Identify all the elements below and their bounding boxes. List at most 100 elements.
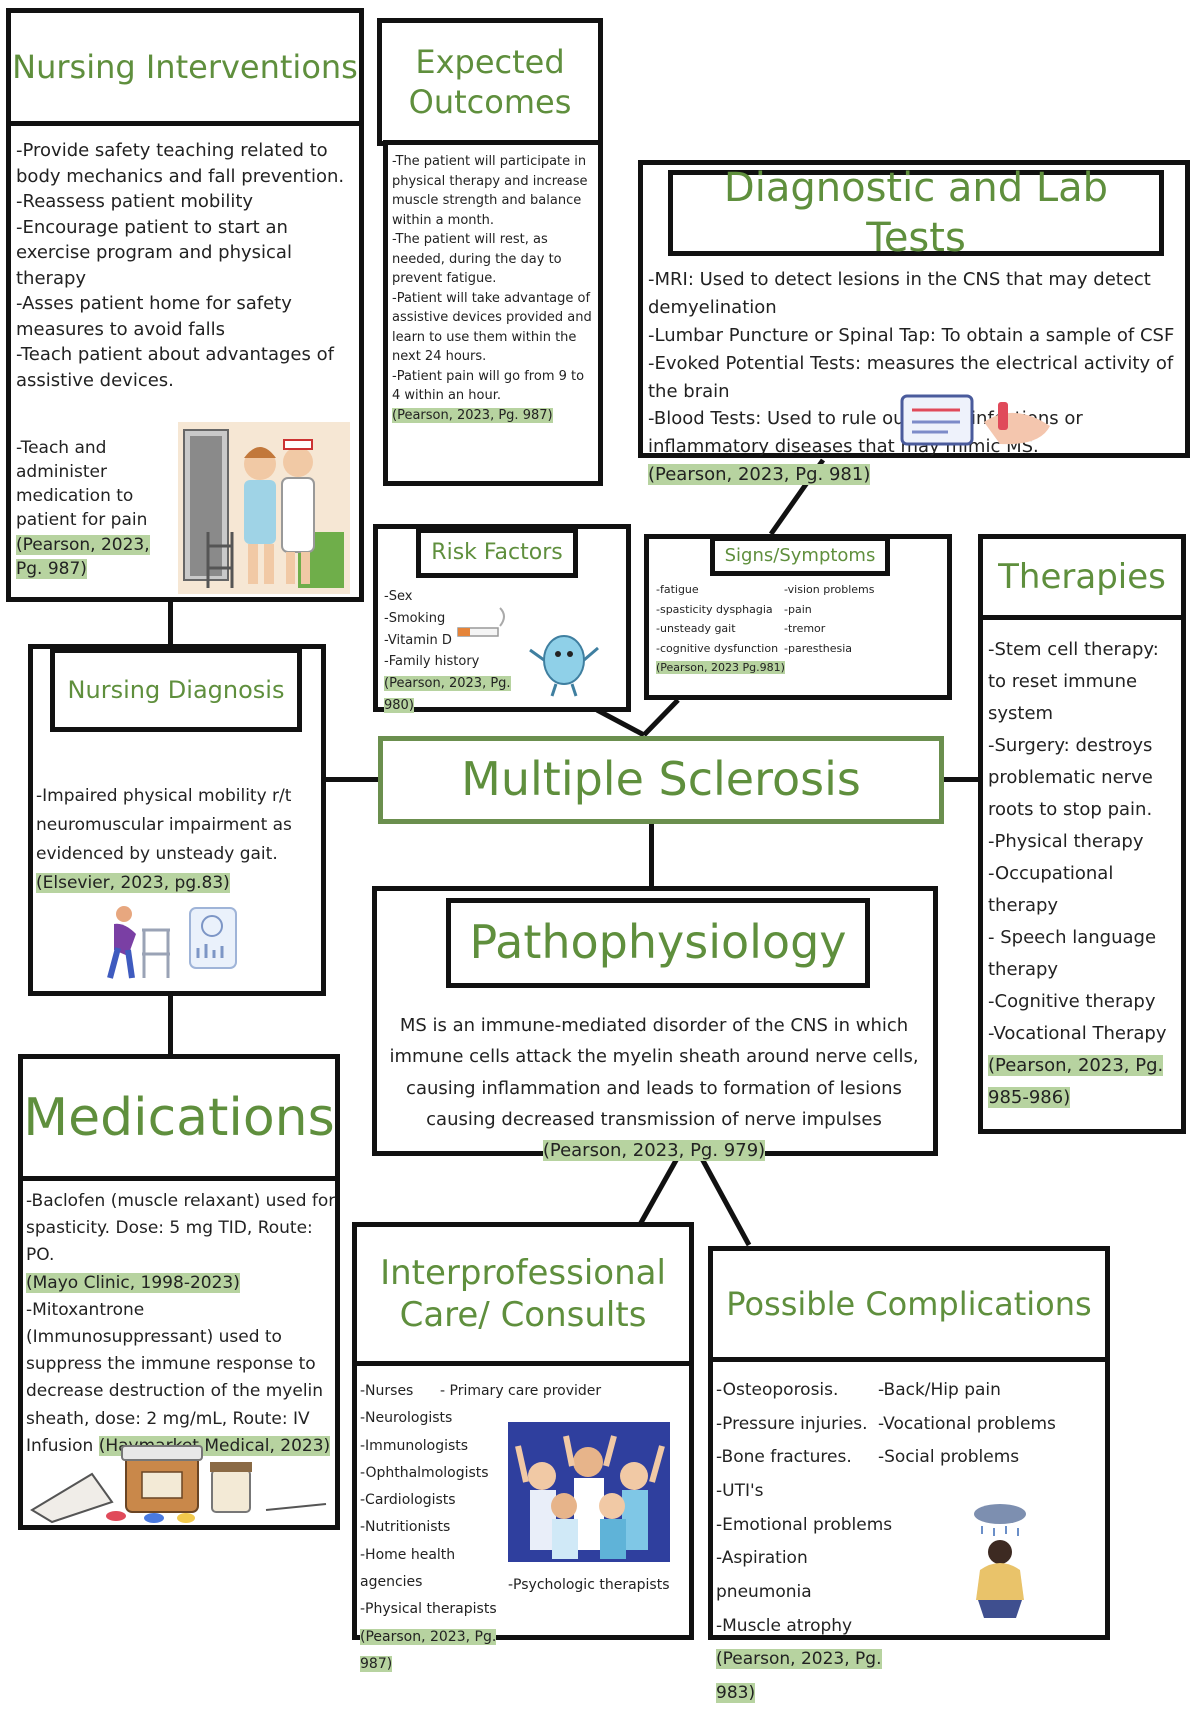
therapy-item: -Surgery: destroys problematic nerve roo… xyxy=(988,735,1153,821)
pathophysiology-text: MS is an immune-mediated disorder of the… xyxy=(384,1010,924,1167)
nursing-diagnosis-text: -Impaired physical mobility r/t neuromus… xyxy=(36,782,316,898)
complication-item: -Bone fractures. xyxy=(716,1447,852,1468)
therapies-title: Therapies xyxy=(978,534,1186,620)
healthcare-team-illustration xyxy=(508,1422,670,1562)
intervention-item: -Provide safety teaching related to body… xyxy=(16,140,345,187)
expected-outcomes-box xyxy=(383,140,603,486)
complication-item: -Vocational problems xyxy=(878,1413,1056,1434)
symptom-item: -pain xyxy=(784,602,812,616)
risk-factors-list: -Sex -Smoking -Vitamin D -Family history… xyxy=(384,586,544,717)
consult-item: -Home health agencies xyxy=(360,1546,456,1591)
medication-item: -Baclofen (muscle relaxant) used for spa… xyxy=(26,1191,336,1266)
nurse-helping-patient-illustration xyxy=(178,422,350,594)
signs-symptoms-col2: -vision problems -pain -tremor -paresthe… xyxy=(784,580,914,658)
connector-central-patho xyxy=(649,820,654,886)
test-item: -Evoked Potential Tests: measures the el… xyxy=(648,352,1174,402)
consult-item: -Neurologists xyxy=(360,1410,453,1427)
therapy-item: -Physical therapy xyxy=(988,831,1144,853)
medication-item: -Mitoxantrone (Immunosuppressant) used t… xyxy=(26,1299,324,1456)
risk-item: -Family history xyxy=(384,654,480,670)
therapy-item: -Vocational Therapy xyxy=(988,1023,1167,1045)
interprofessional-title: Interprofessional Care/ Consults xyxy=(352,1222,694,1366)
complication-item: -Social problems xyxy=(878,1447,1020,1468)
connector-diagnosis-central xyxy=(322,777,378,782)
complication-item: -Aspiration pneumonia xyxy=(716,1548,812,1602)
complication-item: -UTI's xyxy=(716,1480,764,1501)
citation: (Pearson, 2023, Pg. 985-986) xyxy=(988,1055,1164,1109)
connector-interventions-diagnosis xyxy=(168,598,173,646)
citation: (Pearson, 2023, Pg. 987) xyxy=(16,534,150,579)
nursing-interventions-list: -Provide safety teaching related to body… xyxy=(16,138,354,393)
citation: (Elsevier, 2023, pg.83) xyxy=(36,872,230,893)
test-item: -MRI: Used to detect lesions in the CNS … xyxy=(648,269,1151,318)
therapies-list: -Stem cell therapy: to reset immune syst… xyxy=(988,634,1178,1114)
symptom-item: -vision problems xyxy=(784,583,875,596)
consult-item-primary-care: - Primary care provider xyxy=(440,1383,602,1399)
citation: (Pearson, 2023 Pg.981) xyxy=(656,661,785,675)
blood-test-illustration xyxy=(900,394,1050,446)
outcome-item: -Patient will take advantage of assistiv… xyxy=(392,290,592,365)
nursing-interventions-title: Nursing Interventions xyxy=(6,8,364,126)
interprofessional-title-line1: Interprofessional xyxy=(380,1252,666,1293)
nursing-diagnosis-title: Nursing Diagnosis xyxy=(50,648,302,732)
outcome-item: -The patient will participate in physica… xyxy=(392,154,588,228)
intervention-item: -Teach patient about advantages of assis… xyxy=(16,344,334,391)
consult-item: -Nurses xyxy=(360,1383,414,1399)
citation: (Mayo Clinic, 1998-2023) xyxy=(26,1272,240,1293)
citation: (Pearson, 2023, Pg. 981) xyxy=(648,464,871,486)
consult-item: -Nutritionists xyxy=(360,1519,451,1536)
medications-list: -Baclofen (muscle relaxant) used for spa… xyxy=(26,1188,336,1460)
diagnostic-tests-title: Diagnostic and Lab Tests xyxy=(668,165,1164,261)
intervention-item: -Reassess patient mobility xyxy=(16,191,254,213)
risk-item: -Vitamin D xyxy=(384,632,452,648)
citation: (Pearson, 2023, Pg. 979) xyxy=(542,1140,766,1162)
central-topic-title: Multiple Sclerosis xyxy=(378,736,944,824)
citation: (Pearson, 2023, Pg. 983) xyxy=(716,1649,882,1703)
intervention-item: -Encourage patient to start an exercise … xyxy=(16,216,292,289)
citation: (Pearson, 2023, Pg. 987) xyxy=(392,407,553,423)
symptom-item: -unsteady gait xyxy=(656,622,736,636)
symptom-item: -spasticity dysphagia xyxy=(656,602,773,616)
intervention-item-medication: -Teach and administer medication to pati… xyxy=(16,438,150,579)
risk-item: -Smoking xyxy=(384,610,446,626)
complications-title: Possible Complications xyxy=(708,1246,1110,1362)
therapy-item: -Cognitive therapy xyxy=(988,991,1156,1013)
consult-item: -Ophthalmologists xyxy=(360,1464,489,1481)
consult-item: -Immunologists xyxy=(360,1437,469,1454)
symptom-item: -tremor xyxy=(784,622,826,636)
therapy-item: -Stem cell therapy: to reset immune syst… xyxy=(988,639,1159,725)
complication-item: -Muscle atrophy xyxy=(716,1615,853,1636)
symptom-item: -cognitive dysfunction xyxy=(656,641,779,655)
complications-col2: -Back/Hip pain -Vocational problems -Soc… xyxy=(878,1374,1068,1475)
outcome-item: -Patient pain will go from 9 to 4 within… xyxy=(392,368,585,404)
signs-symptoms-col1: -fatigue -spasticity dysphagia -unsteady… xyxy=(656,580,786,678)
expected-outcomes-title: Expected Outcomes xyxy=(377,18,603,146)
outcome-item: -The patient will rest, as needed, durin… xyxy=(392,232,562,286)
cigarette-vitamin-illustration xyxy=(457,607,599,697)
complication-item: -Emotional problems xyxy=(716,1514,893,1535)
medicine-bottles-illustration xyxy=(30,1445,327,1524)
risk-factors-title: Risk Factors xyxy=(416,528,578,578)
pathophysiology-description: MS is an immune-mediated disorder of the… xyxy=(389,1015,919,1130)
sad-person-illustration xyxy=(974,1504,1026,1618)
interprofessional-list: -Nurses -Neurologists -Immunologists -Op… xyxy=(360,1378,520,1678)
complication-item: -Pressure injuries. xyxy=(716,1413,868,1434)
consult-item: -Physical therapists xyxy=(360,1601,497,1618)
test-item: -Lumbar Puncture or Spinal Tap: To obtai… xyxy=(648,324,1175,346)
pathophysiology-title: Pathophysiology xyxy=(446,898,870,988)
symptom-item: -paresthesia xyxy=(784,641,853,655)
interprofessional-title-line2: Care/ Consults xyxy=(399,1295,647,1335)
medications-title: Medications xyxy=(18,1054,340,1182)
therapy-item: - Speech language therapy xyxy=(988,927,1157,981)
consult-item: -Cardiologists xyxy=(360,1492,456,1509)
therapy-item: -Occupational therapy xyxy=(988,863,1114,917)
risk-item: -Sex xyxy=(384,589,413,604)
signs-symptoms-title: Signs/Symptoms xyxy=(710,536,890,576)
intervention-item: -Asses patient home for safety measures … xyxy=(16,293,292,340)
diagnosis-statement: -Impaired physical mobility r/t neuromus… xyxy=(36,786,292,864)
complication-item: -Back/Hip pain xyxy=(878,1380,1001,1400)
therapies-box xyxy=(978,534,1186,1134)
diagnostic-tests-list: -MRI: Used to detect lesions in the CNS … xyxy=(648,266,1184,489)
expected-outcomes-list: -The patient will participate in physica… xyxy=(392,152,596,425)
